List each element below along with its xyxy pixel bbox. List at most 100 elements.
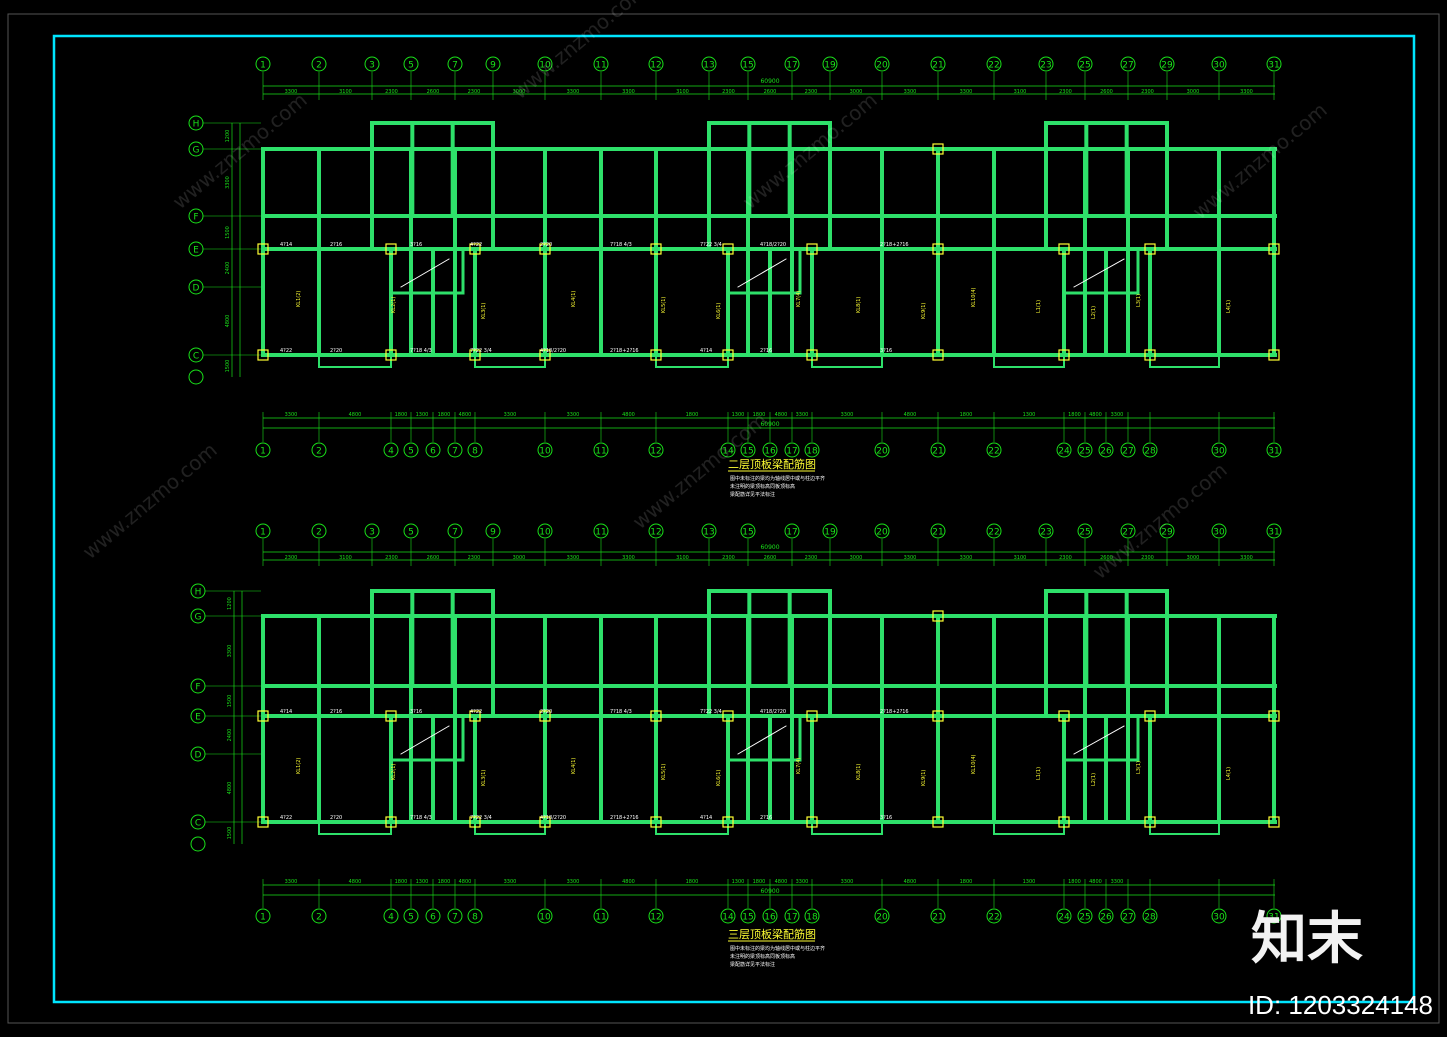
axis-label-bottom: 27 [1122, 913, 1133, 923]
image-id: ID: 1203324148 [1247, 990, 1433, 1020]
dimension-text-left: 1500 [225, 360, 231, 373]
axis-label-bottom: 14 [722, 913, 734, 923]
beam-label: KL6(1) [716, 303, 722, 319]
axis-bubble-bottom [648, 908, 664, 924]
dimension-text-bottom: 3300 [567, 879, 580, 885]
dimension-text-top: 3300 [1240, 555, 1253, 561]
dimension-text-bottom: 1800 [438, 879, 451, 885]
dimension-text-bottom: 1800 [395, 879, 408, 885]
axis-bubble-top [930, 523, 946, 539]
dimension-text-top: 3100 [1014, 89, 1027, 95]
axis-bubble-bottom [1077, 442, 1093, 458]
brand-logo-text: 知末 [1251, 907, 1363, 972]
axis-bubble-bottom [784, 442, 800, 458]
axis-bubble-bottom [740, 908, 756, 924]
column [1144, 816, 1156, 828]
axis-label-top: 25 [1079, 61, 1090, 71]
dimension-text-top: 2600 [764, 89, 777, 95]
rebar-label-bottom: 3?16 [880, 815, 892, 821]
axis-label-top: 1 [260, 528, 266, 538]
axis-bubble-bottom [1211, 442, 1227, 458]
axis-bubble-top [1038, 523, 1054, 539]
axis-bubble-bottom [311, 908, 327, 924]
axis-bubble-bottom [255, 908, 271, 924]
axis-bubble-top [1077, 523, 1093, 539]
axis-label-top: 2 [316, 528, 322, 538]
dimension-text-bottom: 1800 [753, 879, 766, 885]
beam-label: KL9(1) [921, 303, 927, 319]
dimension-text-bottom: 3300 [567, 412, 580, 418]
column [650, 710, 662, 722]
axis-bubble-bottom [447, 442, 463, 458]
core-projection [370, 589, 495, 618]
column [257, 349, 269, 361]
dimension-text-bottom: 4800 [1089, 412, 1102, 418]
axis-label-left: H [193, 120, 200, 130]
stair-diagonal [1073, 258, 1125, 288]
column [722, 349, 734, 361]
plan-note: 未注明的梁顶标高同板顶标高 [730, 483, 795, 490]
dimension-text-bottom: 1300 [1023, 412, 1036, 418]
dimension-text-bottom: 1300 [1023, 879, 1036, 885]
axis-label-bottom: 4 [388, 913, 394, 923]
axis-bubble-bottom [1142, 908, 1158, 924]
axis-bubble-bottom [537, 442, 553, 458]
dimension-text-top: 2300 [1059, 89, 1072, 95]
axis-label-left: F [195, 683, 200, 693]
column [1268, 710, 1280, 722]
dimension-text-top: 3300 [960, 555, 973, 561]
column [539, 243, 551, 255]
dimension-text-bottom: 4800 [349, 412, 362, 418]
axis-label-left: E [195, 713, 201, 723]
rebar-label: 2?16 [330, 709, 342, 715]
dimension-text-top: 2300 [468, 89, 481, 95]
dimension-text-bottom: 1300 [416, 879, 429, 885]
dimension-text-left: 3300 [227, 645, 233, 658]
column [1268, 349, 1280, 361]
axis-label-top: 29 [1161, 528, 1173, 538]
axis-label-bottom: 14 [722, 447, 734, 457]
axis-bubble-bottom [1077, 908, 1093, 924]
dimension-text-top: 3000 [1187, 555, 1200, 561]
dimension-text-top: 3000 [1187, 89, 1200, 95]
axis-label-top: 23 [1040, 61, 1051, 71]
balcony-edge [993, 354, 1065, 368]
axis-bubble-top [593, 523, 609, 539]
axis-bubble-top [874, 523, 890, 539]
axis-label-top: 12 [650, 61, 661, 71]
axis-label-left: C [195, 819, 201, 829]
axis-label-bottom: 27 [1122, 447, 1133, 457]
axis-label-bottom: 7 [452, 913, 458, 923]
outer-frame [7, 13, 1440, 1024]
axis-label-bottom: 12 [650, 913, 661, 923]
axis-bubble-top [1120, 523, 1136, 539]
axis-label-bottom: 16 [764, 447, 776, 457]
axis-label-bottom: 4 [388, 447, 394, 457]
column-layer [257, 610, 1280, 828]
axis-bubble-top [986, 56, 1002, 72]
axis-bubble-top [740, 56, 756, 72]
balcony-edge [655, 821, 729, 835]
axis-bubble-top [485, 56, 501, 72]
axis-label-left: G [193, 146, 200, 156]
rebar-label-bottom: 4?18/2?20 [540, 815, 566, 821]
axis-bubble-bottom [383, 908, 399, 924]
axis-label-top: 10 [539, 61, 551, 71]
dimension-text-bottom: 3300 [841, 412, 854, 418]
axis-label-top: 30 [1213, 528, 1225, 538]
axis-label-bottom: 24 [1058, 447, 1070, 457]
axis-bubble-top [648, 523, 664, 539]
axis-bubble-top [485, 523, 501, 539]
stair-core [389, 714, 465, 762]
axis-label-top: 27 [1122, 528, 1133, 538]
axis-bubble-top [740, 523, 756, 539]
axis-label-top: 22 [988, 61, 999, 71]
axis-bubble-top [403, 56, 419, 72]
axis-label-bottom: 12 [650, 447, 661, 457]
axis-label-top: 17 [786, 528, 797, 538]
axis-label-bottom: 18 [806, 913, 818, 923]
total-dimension-top: 60900 [760, 78, 779, 85]
axis-label-bottom: 8 [472, 913, 478, 923]
